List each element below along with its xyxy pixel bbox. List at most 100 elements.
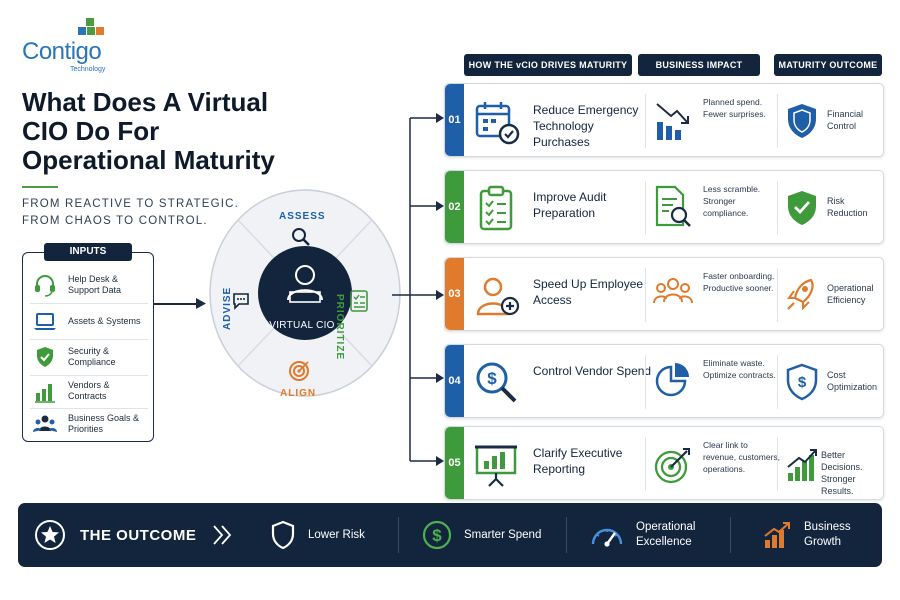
shield-icon xyxy=(271,520,295,550)
magnifier-icon xyxy=(292,228,310,246)
row-outcome: Operational Efficiency xyxy=(827,283,874,305)
outcome-divider xyxy=(730,517,731,553)
dollar-shield-icon: $ xyxy=(786,363,818,401)
headset-icon xyxy=(35,275,55,297)
star-badge-icon xyxy=(35,520,65,550)
row-impact: Clear link to revenue, customers, operat… xyxy=(703,440,781,474)
user-add-icon xyxy=(476,277,520,316)
inputs-arrowhead xyxy=(196,298,206,309)
outcome-divider xyxy=(398,517,399,553)
cycle-assess-label: ASSESS xyxy=(279,211,326,222)
input-label: Assets & Systems xyxy=(68,315,141,326)
inputs-arrow xyxy=(154,303,200,305)
row-divider xyxy=(777,437,778,491)
input-item-goals: Business Goals & Priorities xyxy=(32,409,150,439)
outcome-divider xyxy=(566,517,567,553)
bar-chart-icon xyxy=(35,384,55,403)
shield-check-icon xyxy=(788,191,816,225)
chat-bubble-icon xyxy=(233,293,249,310)
input-label: Vendors & Contracts xyxy=(68,380,110,401)
team-icon xyxy=(653,278,693,304)
row-title: Speed Up Employee Access xyxy=(533,277,644,307)
target-icon xyxy=(289,361,309,381)
row-divider xyxy=(645,355,646,409)
clipboard-checklist-icon xyxy=(479,185,513,231)
rocket-icon xyxy=(787,278,814,311)
cycle-advise-label: ADVISE xyxy=(222,286,233,330)
subtitle-line-2: FROM CHAOS TO CONTROL. xyxy=(22,215,208,227)
maturity-row-01: 01 Reduce Emergency Technology Purchases… xyxy=(444,83,884,157)
outcome-item-smarter-spend: $ Smarter Spend xyxy=(422,503,541,567)
checklist-icon xyxy=(350,290,368,312)
row-number: 01 xyxy=(445,84,464,156)
row-divider xyxy=(777,94,778,148)
logo-tagline: Technology xyxy=(70,66,106,73)
logo-name: Contigo xyxy=(22,38,102,65)
row-outcome: Risk Reduction xyxy=(827,196,868,218)
subtitle-line-1: FROM REACTIVE TO STRATEGIC. xyxy=(22,198,240,210)
page-subtitle: FROM REACTIVE TO STRATEGIC. FROM CHAOS T… xyxy=(22,196,239,230)
row-divider xyxy=(777,355,778,409)
row-title: Control Vendor Spend xyxy=(533,364,652,378)
svg-text:$: $ xyxy=(432,526,442,545)
outcome-label: Operational Excellence xyxy=(636,521,696,548)
growth-chart-icon xyxy=(787,449,817,481)
cycle-align-label: ALIGN xyxy=(280,388,317,399)
input-label: Help Desk & Support Data xyxy=(68,274,122,295)
outcome-label: Smarter Spend xyxy=(464,528,542,541)
gauge-icon xyxy=(591,528,623,547)
row-divider xyxy=(777,181,778,235)
document-search-icon xyxy=(655,185,691,227)
growth-chart-icon xyxy=(764,522,790,548)
outcome-title: THE OUTCOME xyxy=(80,526,197,544)
outcome-label: Business Growth xyxy=(804,521,851,548)
column-header-impact: BUSINESS IMPACT xyxy=(638,54,760,76)
input-divider xyxy=(30,303,148,304)
row-impact: Faster onboarding. Productive sooner. xyxy=(703,271,775,293)
input-item-help-desk: Help Desk & Support Data xyxy=(32,270,150,300)
row-number: 04 xyxy=(445,345,464,417)
shield-check-icon xyxy=(37,347,53,367)
row-divider xyxy=(645,268,646,322)
column-header-drives: HOW THE vCIO DRIVES MATURITY xyxy=(464,54,632,76)
row-number: 03 xyxy=(445,258,464,330)
row-divider xyxy=(777,268,778,322)
outcome-item-business-growth: Business Growth xyxy=(762,503,864,567)
company-logo: Contigo Technology xyxy=(22,18,132,74)
title-divider xyxy=(22,186,58,188)
row-title: Reduce Emergency Technology Purchases xyxy=(533,103,639,149)
vcio-center-label: VIRTUAL CIO xyxy=(269,320,335,331)
input-item-vendors: Vendors & Contracts xyxy=(32,376,150,406)
row-impact: Planned spend. Fewer surprises. xyxy=(703,97,766,119)
outcome-item-lower-risk: Lower Risk xyxy=(270,503,365,567)
dollar-circle-icon: $ xyxy=(422,520,452,550)
maturity-row-04: 04 $ Control Vendor Spend Eliminate wast… xyxy=(444,344,884,418)
svg-text:$: $ xyxy=(798,374,807,391)
dollar-magnifier-icon: $ xyxy=(476,362,517,403)
logo-squares xyxy=(78,18,110,40)
calendar-check-icon xyxy=(475,102,520,145)
row-divider xyxy=(645,94,646,148)
inputs-heading: INPUTS xyxy=(44,243,132,261)
row-number: 02 xyxy=(445,171,464,243)
input-divider xyxy=(30,375,148,376)
row-impact: Eliminate waste. Optimize contracts. xyxy=(703,358,776,380)
row-number: 05 xyxy=(445,427,464,499)
shield-icon xyxy=(788,104,816,138)
maturity-row-05: 05 Clarify Executive Reporting Clear lin… xyxy=(444,426,884,500)
input-label: Business Goals & Priorities xyxy=(68,413,140,434)
row-outcome: Cost Optimization xyxy=(827,370,878,392)
input-item-assets: Assets & Systems xyxy=(32,306,150,336)
row-divider xyxy=(645,181,646,235)
row-outcome: Financial Control xyxy=(827,109,864,131)
row-title: Clarify Executive Reporting xyxy=(533,446,623,476)
vcio-cycle-diagram xyxy=(209,189,401,397)
row-divider xyxy=(645,437,646,491)
cycle-prioritize-label: PRIORITIZE xyxy=(334,294,345,361)
outcome-title-group: THE OUTCOME xyxy=(34,503,234,567)
target-arrow-icon xyxy=(654,448,690,484)
presentation-board-icon xyxy=(475,445,517,487)
outcome-item-operational-excellence: Operational Excellence xyxy=(590,503,716,567)
pie-chart-icon xyxy=(655,363,689,397)
row-title: Improve Audit Preparation xyxy=(533,190,607,220)
